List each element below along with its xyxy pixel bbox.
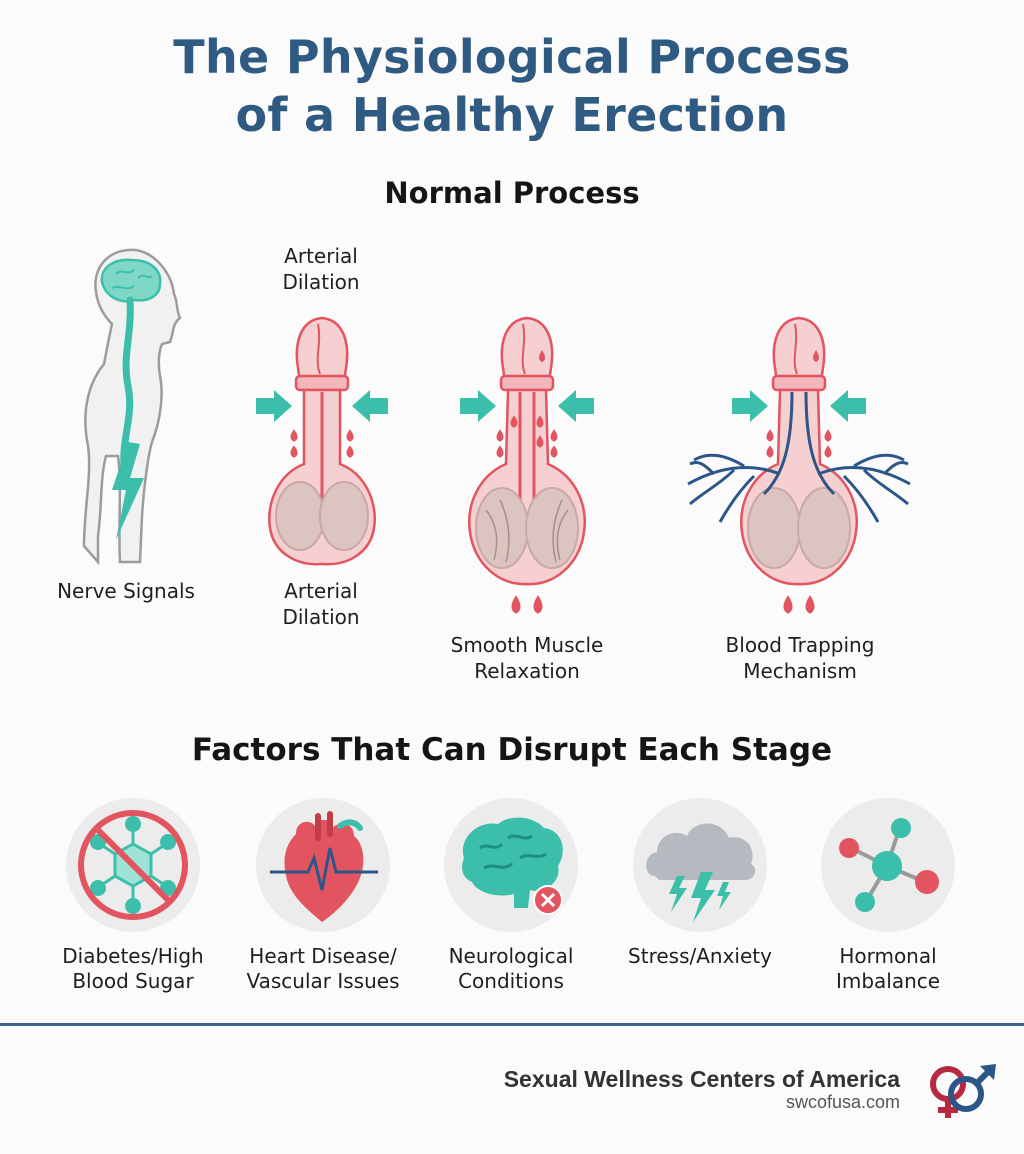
title-line-2: of a Healthy Erection	[235, 88, 789, 142]
footer-url: swcofusa.com	[785, 1092, 900, 1112]
brain-x-icon	[462, 817, 563, 915]
heart-pulse-icon	[270, 811, 378, 922]
lightning-icon	[112, 442, 144, 540]
molecule-icon	[839, 818, 939, 912]
arrow-left-icon	[352, 390, 388, 422]
factor-neuro-circle	[444, 798, 578, 932]
page-title: The Physiological Process of a Healthy E…	[0, 28, 1024, 144]
footer-organization: Sexual Wellness Centers of America	[503, 1066, 900, 1092]
factor-neuro-label: Neurological Conditions	[448, 944, 574, 993]
label-nerve-signals: Nerve Signals	[57, 579, 195, 603]
smooth-muscle-figure	[460, 316, 594, 614]
normal-process-heading: Normal Process	[384, 176, 640, 210]
factor-hormone-circle	[821, 798, 955, 932]
factor-stress-label: Stress/Anxiety	[628, 944, 772, 968]
factor-heart-label: Heart Disease/ Vascular Issues	[246, 944, 400, 993]
nerve-signal-figure	[82, 248, 182, 566]
vein-branches-right	[817, 453, 911, 523]
storm-cloud-icon	[646, 823, 756, 922]
spinal-cord	[120, 296, 134, 470]
factors-heading: Factors That Can Disrupt Each Stage	[191, 732, 833, 768]
label-blood-trapping: Blood Trapping Mechanism	[725, 633, 875, 683]
arrow-right-icon	[256, 390, 292, 422]
footer-divider	[0, 1023, 1024, 1026]
gender-symbols-logo	[930, 1064, 996, 1118]
factor-diabetes-circle	[66, 798, 200, 932]
label-smooth-muscle: Smooth Muscle Relaxation	[450, 633, 604, 683]
vein-branches-left	[687, 453, 781, 523]
arterial-dilation-figure	[256, 316, 388, 566]
brain-shape	[100, 258, 162, 303]
prohibited-molecule-icon	[78, 810, 188, 920]
factor-heart-circle	[256, 798, 390, 932]
factor-hormone-label: Hormonal Imbalance	[835, 944, 941, 993]
label-arterial-bottom: Arterial Dilation	[282, 579, 360, 629]
title-line-1: The Physiological Process	[173, 30, 851, 84]
label-arterial-top: Arterial Dilation	[282, 244, 360, 294]
factor-stress-circle	[633, 798, 767, 932]
factor-diabetes-label: Diabetes/High Blood Sugar	[62, 944, 204, 993]
blood-trapping-figure	[687, 316, 911, 614]
